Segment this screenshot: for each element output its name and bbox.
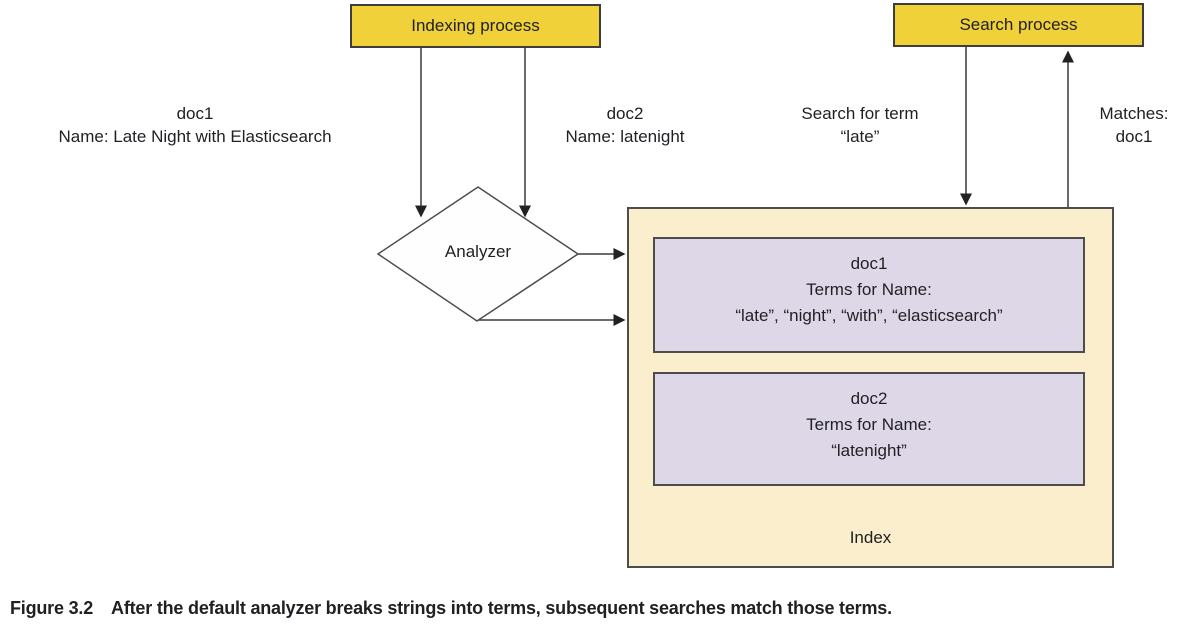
- figure-caption: Figure 3.2 After the default analyzer bre…: [10, 598, 1180, 619]
- index-entry-doc2: doc2 Terms for Name: “latenight”: [653, 372, 1085, 486]
- analyzer-diamond: [376, 186, 580, 322]
- indexing-process-label: Indexing process: [411, 16, 540, 35]
- index-label: Index: [849, 528, 892, 547]
- index-entry-doc2-title: doc2: [850, 389, 888, 408]
- matches-line2: doc1: [1115, 127, 1153, 146]
- doc2-source-title: doc2: [606, 104, 644, 123]
- analyzer-label: Analyzer: [444, 242, 512, 261]
- figure-caption-text: After the default analyzer breaks string…: [111, 598, 892, 618]
- search-process-box: Search process: [893, 3, 1144, 47]
- index-entry-doc1-terms: “late”, “night”, “with”, “elasticsearch”: [735, 306, 1003, 325]
- figure-caption-number: Figure 3.2: [10, 598, 94, 618]
- index-entry-doc1: doc1 Terms for Name: “late”, “night”, “w…: [653, 237, 1085, 353]
- doc2-source-label: doc2 Name: latenight: [540, 102, 710, 148]
- doc1-source-name: Name: Late Night with Elasticsearch: [58, 127, 332, 146]
- indexing-process-box: Indexing process: [350, 4, 601, 48]
- matches-label: Matches: doc1: [1078, 102, 1190, 148]
- index-entry-doc2-subtitle: Terms for Name:: [806, 415, 932, 434]
- search-term-line2: “late”: [840, 127, 880, 146]
- doc1-source-title: doc1: [176, 104, 214, 123]
- matches-line1: Matches:: [1099, 104, 1169, 123]
- search-term-label: Search for term “late”: [775, 102, 945, 148]
- index-entry-doc2-terms: “latenight”: [831, 441, 907, 460]
- doc1-source-label: doc1 Name: Late Night with Elasticsearch: [5, 102, 385, 148]
- index-entry-doc1-title: doc1: [850, 254, 888, 273]
- search-term-line1: Search for term: [801, 104, 919, 123]
- index-entry-doc1-subtitle: Terms for Name:: [806, 280, 932, 299]
- search-process-label: Search process: [959, 15, 1078, 34]
- doc2-source-name: Name: latenight: [565, 127, 685, 146]
